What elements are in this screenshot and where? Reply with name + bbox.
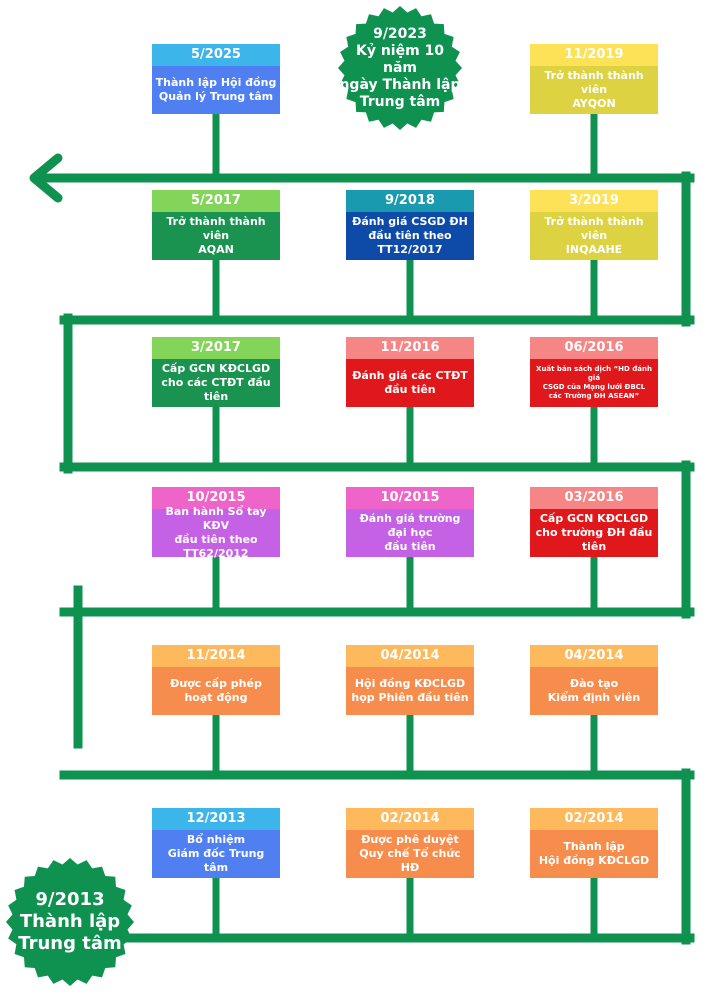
milestone-date: 02/2014 (346, 808, 474, 830)
milestone-date: 3/2019 (530, 190, 658, 212)
timeline-arrowhead-icon (29, 153, 63, 203)
milestone-description: Cấp GCN KĐCLGD cho trường ĐH đầu tiên (530, 509, 658, 557)
milestone-description: Đánh giá trường đại học đầu tiên (346, 509, 474, 557)
milestone-description: Trở thành thành viên AYQON (530, 66, 658, 114)
anniversary-badge: 9/2023 Kỷ niệm 10 năm ngày Thành lập Tru… (338, 6, 462, 130)
milestone-description: Thành lập Hội đồng Quản lý Trung tâm (152, 66, 280, 114)
milestone-description: Bổ nhiệm Giám đốc Trung tâm (152, 830, 280, 878)
milestone-description: Đào tạo Kiểm định viên (530, 667, 658, 715)
milestone-date: 5/2025 (152, 44, 280, 66)
milestone-date: 11/2019 (530, 44, 658, 66)
milestone-description: Đánh giá CSGD ĐH đầu tiên theo TT12/2017 (346, 212, 474, 260)
starburst-fill (6, 858, 134, 986)
starburst-shape (6, 858, 134, 986)
founding-badge: 9/2013 Thành lập Trung tâm (6, 858, 134, 986)
milestone-description: Trở thành thành viên AQAN (152, 212, 280, 260)
milestone-description: Được cấp phép hoạt động (152, 667, 280, 715)
starburst-fill (338, 6, 462, 130)
milestone-date: 06/2016 (530, 337, 658, 359)
milestone-date: 5/2017 (152, 190, 280, 212)
milestone-date: 3/2017 (152, 337, 280, 359)
milestone-date: 03/2016 (530, 487, 658, 509)
anniversary-badge-text: 9/2023 Kỷ niệm 10 năm ngày Thành lập Tru… (339, 25, 461, 110)
milestone-date: 10/2015 (152, 487, 280, 509)
milestone-description: Đánh giá các CTĐT đầu tiên (346, 359, 474, 407)
milestone-description: Hội đồng KĐCLGD họp Phiên đầu tiên (346, 667, 474, 715)
milestone-date: 12/2013 (152, 808, 280, 830)
milestone-description: Được phê duyệt Quy chế Tổ chức HĐ (346, 830, 474, 878)
milestone-date: 10/2015 (346, 487, 474, 509)
milestone-description: Xuất bản sách dịch “HD đánh giá CSGD của… (530, 359, 658, 407)
milestone-date: 04/2014 (346, 645, 474, 667)
founding-badge-text: 9/2013 Thành lập Trung tâm (18, 889, 122, 954)
milestone-description: Thành lập Hội đồng KĐCLGD (530, 830, 658, 878)
milestone-description: Ban hành Sổ tay KĐV đầu tiên theo TT62/2… (152, 505, 280, 560)
milestone-date: 11/2016 (346, 337, 474, 359)
milestone-date: 11/2014 (152, 645, 280, 667)
milestone-date: 04/2014 (530, 645, 658, 667)
milestone-date: 02/2014 (530, 808, 658, 830)
milestone-description: Cấp GCN KĐCLGD cho các CTĐT đầu tiên (152, 359, 280, 407)
milestone-date: 9/2018 (346, 190, 474, 212)
starburst-shape (338, 6, 462, 130)
milestone-description: Trở thành thành viên INQAAHE (530, 212, 658, 260)
